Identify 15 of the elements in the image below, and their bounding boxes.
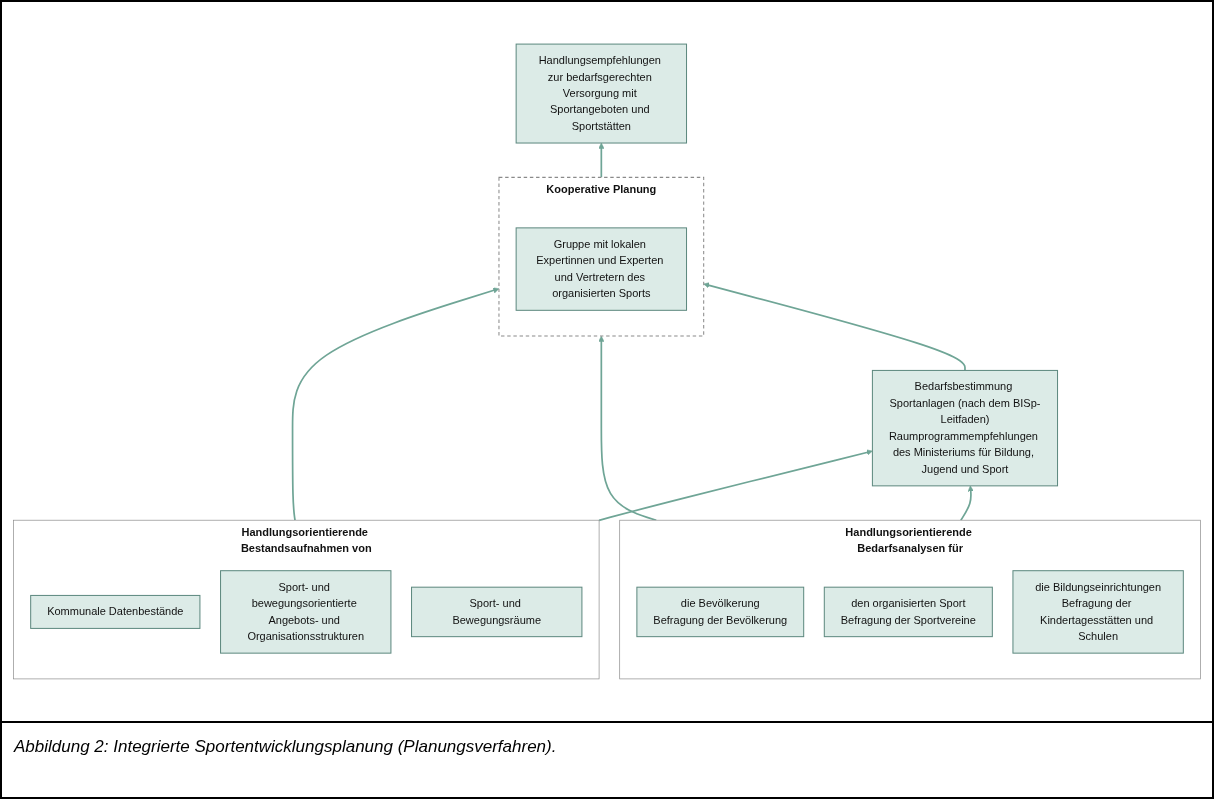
node-box: die Bildungseinrichtungen Befragung der Kindertagesstätten und Schulen [1012, 570, 1184, 654]
node-box: die Bevölkerung Befragung der Bevölkerung [636, 586, 805, 638]
arrow [598, 449, 873, 522]
node-box: Sport- und Bewegungsräume [411, 586, 583, 638]
node-box: Sport- und bewegungsorientierte Angebots- und Organisationsstrukturen [220, 570, 392, 654]
arrow [598, 142, 605, 179]
arrow [703, 282, 966, 372]
node-box: Bedarfsbestimmung Sportanlagen (nach dem BISp-Leitfaden) Raumprogrammempfehlungen des Ministeriums für Bildung, Jugend und Sport [871, 369, 1059, 487]
node-box: den organisierten Sport Befragung der Sportvereine [823, 586, 993, 638]
node-box: Gruppe mit lokalen Expertinnen und Experten und Vertretern des organisierten Sports [515, 227, 688, 311]
arrow [960, 485, 974, 522]
node-box: Handlungsempfehlungen zur bedarfsgerechten Versorgung mit Sportangeboten und Sportstätten [515, 43, 688, 144]
node-box: Kommunale Datenbestände [30, 594, 201, 629]
caption: Abbildung 2: Integrierte Sportentwicklungsplanung (Planungsverfahren). [14, 737, 558, 757]
arrow [598, 335, 658, 522]
